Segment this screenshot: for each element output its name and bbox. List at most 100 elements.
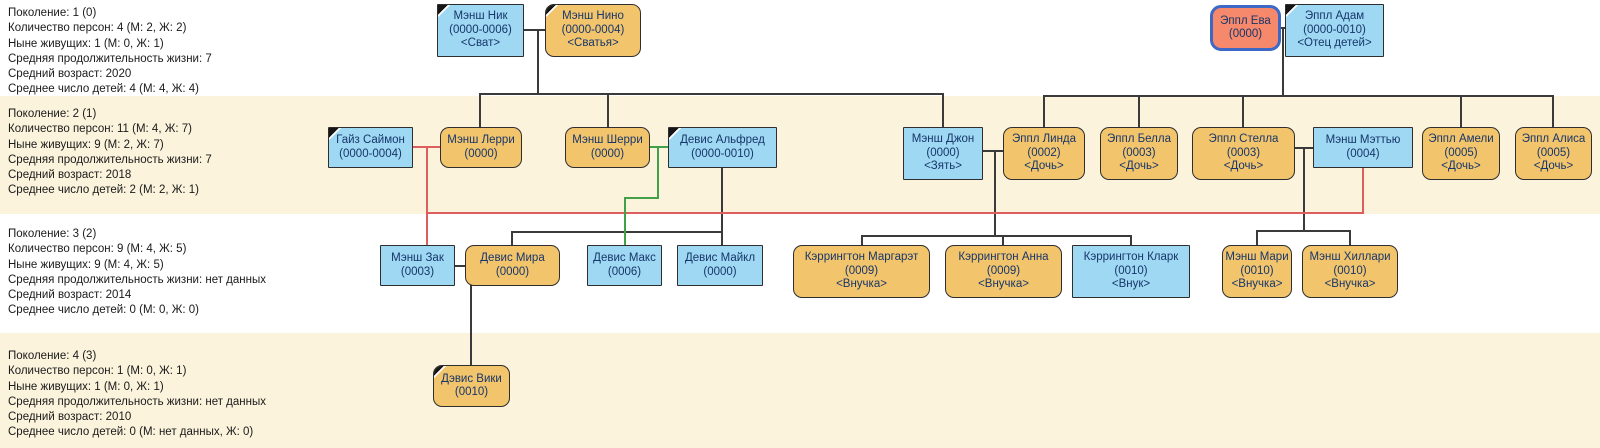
person-node-mansh-lerry[interactable]: Мэнш Лерри(0000) — [440, 127, 522, 168]
person-node-devis-viki[interactable]: Дэвис Вики(0010) — [433, 365, 510, 407]
person-node-kerr-margaret[interactable]: Кэррингтон Маргарэт(0009)<Внучка> — [793, 245, 930, 298]
person-dates: (0005) — [1536, 146, 1571, 159]
person-name: Мэнш Лерри — [447, 134, 515, 147]
person-name: Девис Макс — [593, 252, 656, 265]
connector-line — [1043, 95, 1554, 97]
connector-line — [479, 93, 944, 95]
person-dates: (0000-0010) — [691, 147, 754, 160]
photo-corner-icon — [434, 366, 447, 379]
person-node-appl-alisa[interactable]: Эппл Алиса(0005)<Дочь> — [1515, 127, 1592, 180]
connector-line — [454, 265, 472, 267]
person-node-devis-alfred[interactable]: Девис Альфред(0000-0010) — [668, 127, 777, 168]
person-node-kerr-anna[interactable]: Кэррингтон Анна(0009)<Внучка> — [945, 245, 1062, 298]
person-role: <Внучка> — [836, 278, 887, 291]
connector-line — [1256, 230, 1351, 232]
connector-line — [982, 150, 1004, 152]
person-node-kerr-clark[interactable]: Кэррингтон Кларк(0010)<Внук> — [1072, 245, 1190, 298]
stat-line: Средняя продолжительность жизни: нет дан… — [8, 395, 267, 408]
person-name: Эппл Амели — [1428, 133, 1494, 146]
person-dates: (0000-0004) — [561, 23, 625, 36]
stat-line: Ныне живущих: 1 (М: 0, Ж: 1) — [8, 37, 164, 50]
connector-line — [1043, 95, 1045, 128]
person-role: <Дочь> — [1533, 160, 1574, 173]
person-node-mansh-matthew[interactable]: Мэнш Мэттью(0004) — [1313, 127, 1413, 168]
person-node-mansh-zak[interactable]: Мэнш Зак(0003) — [380, 245, 455, 286]
person-name: Эппл Белла — [1106, 133, 1171, 146]
stat-line: Количество персон: 4 (М: 2, Ж: 2) — [8, 22, 187, 35]
generation-stats-block: Поколение: 1 (0) Количество персон: 4 (М:… — [8, 6, 212, 98]
generation-band — [0, 333, 1600, 448]
connector-line — [523, 29, 546, 31]
person-name: Девис Мира — [480, 252, 545, 265]
person-dates: (0000-0010) — [1303, 23, 1366, 36]
person-role: <Дочь> — [1024, 160, 1064, 173]
person-node-mansh-john[interactable]: Мэнш Джон(0000)<Зять> — [903, 127, 983, 180]
person-dates: (0009) — [844, 264, 879, 277]
person-node-gaiz-saimon[interactable]: Гайз Саймон(0000-0004) — [328, 127, 413, 168]
person-dates: (0003) — [1226, 146, 1261, 159]
person-node-mansh-mari[interactable]: Мэнш Мари(0010)<Внучка> — [1222, 245, 1292, 298]
photo-corner-icon — [438, 5, 451, 18]
person-node-devis-max[interactable]: Девис Макс(0006) — [587, 245, 662, 286]
person-node-mansh-sherry[interactable]: Мэнш Шерри(0000) — [565, 127, 650, 168]
stat-line: Средний возраст: 2020 — [8, 68, 132, 81]
connector-line — [624, 197, 626, 246]
person-node-appl-ameli[interactable]: Эппл Амели(0005)<Дочь> — [1422, 127, 1500, 180]
stat-line: Среднее число детей: 0 (М: 0, Ж: 0) — [8, 304, 199, 317]
person-node-devis-maikl[interactable]: Девис Майкл(0000) — [677, 245, 763, 286]
connector-line — [942, 93, 944, 128]
person-node-devis-mira[interactable]: Девис Мира(0000) — [465, 245, 560, 286]
person-name: Мэнш Нино — [562, 10, 624, 23]
person-node-appl-eva[interactable]: Эппл Ева(0000) — [1210, 5, 1281, 51]
person-node-appl-linda[interactable]: Эппл Линда(0002)<Дочь> — [1003, 127, 1085, 180]
person-name: Гайз Саймон — [336, 134, 405, 147]
person-node-appl-bella[interactable]: Эппл Белла(0003)<Дочь> — [1100, 127, 1178, 180]
stat-line: Среднее число детей: 4 (М: 4, Ж: 4) — [8, 83, 199, 96]
person-dates: (0006) — [607, 265, 642, 278]
stat-line: Средняя продолжительность жизни: 7 — [8, 52, 212, 65]
connector-line — [861, 235, 863, 246]
person-dates: (0000) — [703, 265, 737, 278]
connector-line — [426, 146, 428, 246]
stat-line: Поколение: 1 (0) — [8, 7, 97, 19]
person-dates: (0000-0006) — [449, 23, 512, 36]
connector-line — [1460, 95, 1462, 128]
stat-line: Средний возраст: 2014 — [8, 289, 132, 302]
person-node-appl-adam[interactable]: Эппл Адам(0000-0010)<Отец детей> — [1285, 4, 1384, 57]
person-name: Девис Альфред — [680, 134, 765, 147]
generation-stats-block: Поколение: 2 (1)Количество персон: 11 (М… — [8, 107, 212, 199]
person-name: Эппл Стелла — [1208, 133, 1279, 146]
stat-line: Ныне живущих: 9 (М: 4, Ж: 5) — [8, 258, 164, 271]
person-name: Кэррингтон Анна — [958, 251, 1049, 264]
stat-line: Среднее число детей: 0 (М: нет данных, Ж… — [8, 426, 254, 439]
stat-line: Средняя продолжительность жизни: 7 — [8, 153, 212, 166]
person-name: Мэнш Мэттью — [1325, 134, 1401, 147]
stat-line: Ныне живущих: 1 (М: 0, Ж: 1) — [8, 380, 164, 393]
person-dates: (0009) — [986, 264, 1021, 277]
connector-line — [607, 93, 609, 128]
person-name: Дэвис Вики — [441, 372, 502, 385]
connector-line — [1303, 147, 1305, 232]
connector-line — [1130, 235, 1132, 246]
photo-corner-icon — [546, 5, 559, 18]
person-role: <Дочь> — [1441, 160, 1481, 173]
stat-line: Средняя продолжительность жизни: нет дан… — [8, 273, 267, 286]
person-node-mansh-nik[interactable]: Мэнш Ник(0000-0006)<Сват> — [437, 4, 524, 57]
stat-line: Количество персон: 9 (М: 4, Ж: 5) — [8, 243, 187, 256]
person-name: Девис Майкл — [684, 252, 756, 265]
connector-line — [426, 212, 1364, 214]
stat-line: Поколение: 3 (2) — [8, 228, 97, 240]
generation-stats-block: Поколение: 3 (2) Количество персон: 9 (М:… — [8, 227, 266, 319]
connector-line — [994, 150, 996, 237]
person-node-mansh-nino[interactable]: Мэнш Нино(0000-0004)<Сватья> — [545, 4, 641, 57]
photo-corner-icon — [329, 128, 342, 141]
connector-line — [861, 235, 1132, 237]
connector-line — [649, 146, 669, 148]
stat-line: Средний возраст: 2018 — [8, 169, 132, 182]
person-name: Эппл Адам — [1304, 10, 1365, 23]
connector-line — [1138, 95, 1140, 128]
connector-line — [1282, 27, 1284, 97]
person-node-mansh-hillary[interactable]: Мэнш Хиллари(0010)<Внучка> — [1302, 245, 1398, 298]
person-node-appl-stella[interactable]: Эппл Стелла(0003)<Дочь> — [1192, 127, 1295, 180]
